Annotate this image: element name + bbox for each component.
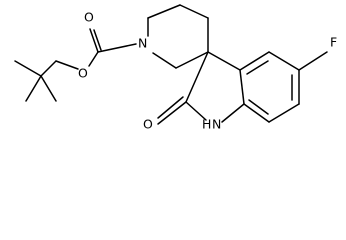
bond [185,101,207,121]
bond [152,52,177,69]
bond [207,51,241,71]
bond [55,60,79,70]
carbamate-group [55,28,137,70]
bond [147,4,181,19]
lactam-ring [157,51,245,125]
bond [157,96,184,119]
piperidine-ring [147,4,209,69]
bond [89,28,99,53]
carbonyl-oxygen-label: O [84,10,94,25]
lactam-oxygen-label: O [143,117,153,132]
bond [175,51,209,69]
bond [298,51,328,71]
fluorine-label: F [330,35,337,50]
bond [157,101,187,125]
bond [25,75,42,102]
bond [221,103,245,123]
bond [40,60,57,77]
bond [179,4,209,19]
tert-butyl-group [14,60,57,102]
bond [268,51,300,71]
chemical-structure: O O N O H N F [14,4,337,132]
atom-labels: O O N O H N F [78,10,337,132]
bond [93,29,102,51]
bond [246,60,269,75]
benzene-ring [239,51,328,123]
bond [268,103,300,123]
bond [97,43,137,53]
lactam-hydrogen-label: H [202,117,211,132]
lactam-nitrogen-label: N [212,117,221,132]
bond [248,99,269,115]
bond [88,51,99,67]
ester-oxygen-label: O [78,66,88,81]
bond [185,51,209,103]
bond [243,103,270,123]
bond [239,69,245,105]
bond [40,75,57,102]
piperidine-nitrogen-label: N [138,36,147,51]
bond [14,60,42,77]
bond [239,51,270,71]
